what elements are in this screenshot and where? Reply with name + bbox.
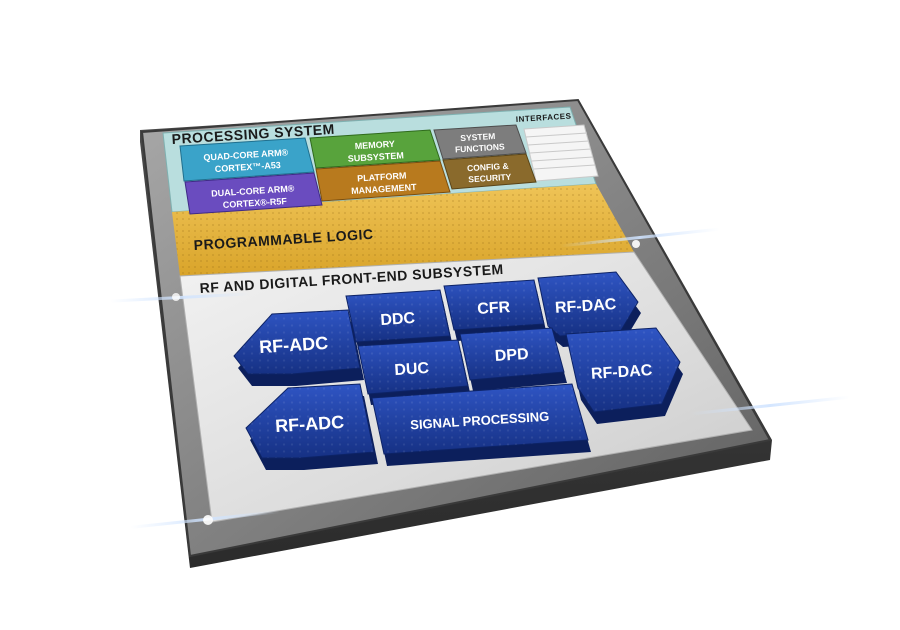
svg-text:CORTEX™-A53: CORTEX™-A53 (215, 160, 282, 174)
memory-subsystem-block: MEMORY SUBSYSTEM (309, 129, 441, 169)
svg-text:DUC: DUC (394, 360, 430, 379)
config-security-block: CONFIG & SECURITY (442, 153, 537, 190)
svg-text:MANAGEMENT: MANAGEMENT (351, 182, 417, 196)
svg-text:CONFIG &: CONFIG & (467, 161, 509, 174)
svg-text:CFR: CFR (477, 299, 511, 318)
cfr-block: CFR (443, 279, 547, 341)
svg-text:CORTEX®-R5F: CORTEX®-R5F (222, 196, 287, 210)
interfaces-title: INTERFACES (516, 112, 572, 124)
svg-text:RF-DAC: RF-DAC (591, 362, 654, 383)
rf-dac-bottom-block: RF-DAC (565, 327, 683, 424)
svg-text:PLATFORM: PLATFORM (357, 170, 407, 183)
svg-text:DDC: DDC (380, 310, 416, 329)
rf-dac-top-block: RF-DAC (537, 271, 641, 347)
svg-text:RF-DAC: RF-DAC (555, 296, 618, 317)
svg-text:SUBSYSTEM: SUBSYSTEM (348, 150, 405, 163)
svg-text:RF-ADC: RF-ADC (259, 333, 329, 357)
system-functions-block: SYSTEM FUNCTIONS (433, 124, 527, 160)
svg-text:SECURITY: SECURITY (468, 172, 512, 185)
rf-adc-top-block: RF-ADC (233, 309, 364, 386)
platform-management-block: PLATFORM MANAGEMENT (315, 160, 451, 202)
signal-processing-block: SIGNAL PROCESSING (371, 383, 591, 466)
svg-text:DPD: DPD (494, 346, 529, 365)
interfaces-block (523, 124, 599, 182)
a53-block: QUAD-CORE ARM® CORTEX™-A53 (179, 137, 315, 182)
r5f-block: DUAL-CORE ARM® CORTEX®-R5F (184, 172, 323, 215)
svg-text:MEMORY: MEMORY (354, 139, 395, 152)
svg-text:SYSTEM: SYSTEM (460, 131, 496, 143)
svg-text:RF-ADC: RF-ADC (275, 412, 345, 436)
duc-block: DUC (357, 339, 471, 405)
ddc-block: DDC (345, 289, 453, 353)
rf-adc-bottom-block: RF-ADC (245, 383, 378, 470)
light-flares (110, 227, 850, 529)
svg-text:FUNCTIONS: FUNCTIONS (455, 141, 505, 154)
dpd-block: DPD (459, 327, 567, 391)
